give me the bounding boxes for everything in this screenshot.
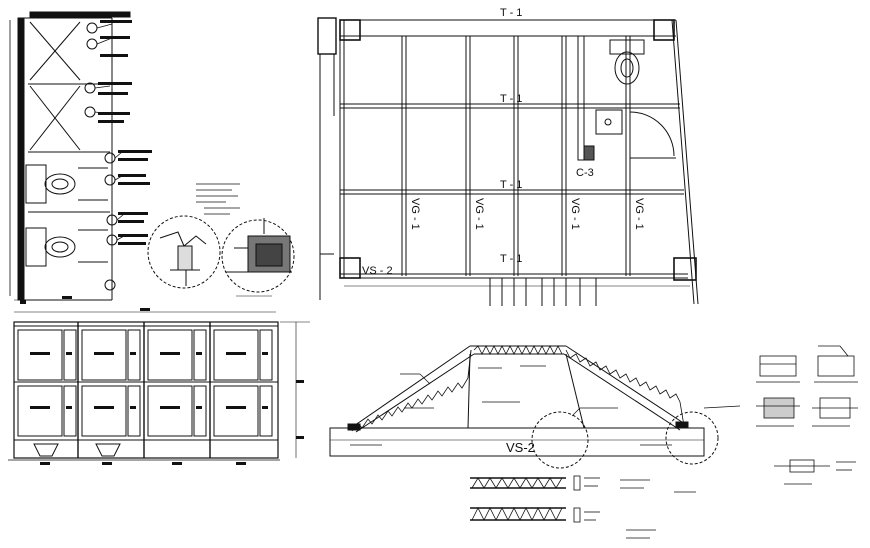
locker-elevation [8,308,310,465]
truss-section [329,345,741,469]
label-beam-vs2-plan: VS - 2 [362,265,393,277]
label-beam-vg1-b: VG - 1 [473,198,485,230]
wc-section-detail [9,11,152,304]
label-beam-vs2-section: VS-2 [506,440,535,455]
detail-bubble-left [147,215,221,289]
detail-bubble-right [221,218,295,297]
label-beam-t1-mid-2: T - 1 [500,179,522,191]
label-beam-t1-top: T - 1 [500,7,522,19]
label-beam-vg1-a: VG - 1 [409,198,421,230]
truss-member-details [470,475,696,539]
note-block [196,183,240,215]
connection-details [756,345,858,485]
plan-labels: T - 1 T - 1 T - 1 T - 1 C-3 VG - 1 VG - … [362,7,645,277]
label-column-c3: C-3 [576,167,594,179]
label-beam-t1-bottom: T - 1 [500,253,522,265]
label-beam-t1-mid-1: T - 1 [500,93,522,105]
label-beam-vg1-c: VG - 1 [569,198,581,230]
floor-plan [317,17,699,306]
label-beam-vg1-d: VG - 1 [633,198,645,230]
